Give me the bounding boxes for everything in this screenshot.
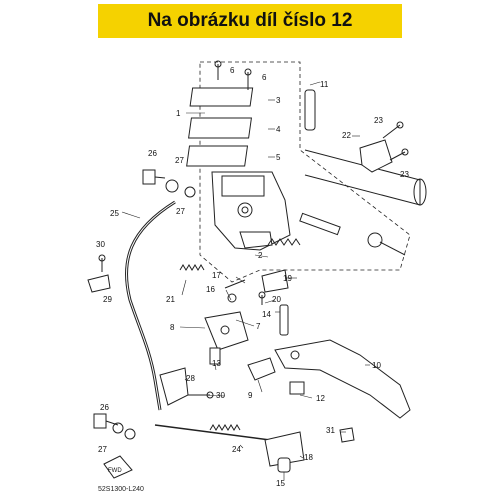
adjuster-9: [247, 357, 276, 381]
callout-8: 8: [170, 323, 175, 332]
piston-spring: [267, 238, 301, 246]
hose-bracket-28: [159, 367, 189, 406]
clip-31: [339, 427, 355, 443]
pin-17: [224, 279, 246, 289]
diaphragm-plate: [188, 117, 252, 139]
callout-labels: 1 2 3 4 5 6 6 7 8 9 10 11 12 13 14 15 16…: [96, 66, 409, 488]
diaphragm: [186, 145, 249, 167]
bore: [237, 202, 253, 218]
callout-1: 1: [176, 109, 181, 118]
bolt-13: [209, 347, 221, 365]
callout-9: 9: [248, 391, 253, 400]
cable-spring: [209, 424, 241, 431]
callout-13: 13: [212, 359, 221, 368]
piston: [299, 212, 341, 236]
brake-hose-inner: [125, 201, 176, 411]
callout-18: 18: [304, 453, 313, 462]
callout-4: 4: [276, 125, 281, 134]
cap-plate: [189, 87, 254, 107]
bore-inner: [241, 206, 249, 214]
holder-pivot: [220, 325, 230, 335]
reservoir: [221, 175, 265, 197]
switch-19: [261, 269, 289, 293]
piston-seal: [367, 232, 383, 248]
banner-text: Na obrázku díl číslo 12: [147, 10, 353, 31]
callout-10: 10: [372, 361, 381, 370]
washer-27-d: [124, 428, 136, 440]
callout-15: 15: [276, 479, 285, 488]
callout-19: 19: [283, 274, 292, 283]
callout-12: 12: [316, 394, 325, 403]
callout-21: 21: [166, 295, 175, 304]
holder-clamp: [359, 139, 393, 173]
callout-29: 29: [103, 295, 112, 304]
screw-20: [258, 291, 266, 305]
hose-guide-29: [87, 274, 111, 293]
screw-30-top: [98, 254, 106, 272]
assembly-outline: [199, 61, 411, 283]
callout-6b: 6: [262, 73, 267, 82]
callout-31: 31: [326, 426, 335, 435]
callout-22: 22: [342, 131, 351, 140]
callout-26b: 26: [100, 403, 109, 412]
callout-11: 11: [320, 80, 329, 89]
banner: Na obrázku díl číslo 12: [98, 4, 402, 38]
callout-26a: 26: [148, 149, 157, 158]
fwd-arrow: [103, 455, 133, 479]
leader-lines: [121, 81, 370, 480]
part-15: [277, 457, 291, 473]
callout-27a: 27: [175, 156, 184, 165]
bolt-23-bottom: [389, 148, 409, 161]
spring-21: [179, 264, 205, 271]
clutch-lever: [274, 339, 411, 419]
fwd-label: FWD: [108, 468, 122, 474]
washer-27-a: [165, 179, 179, 193]
bolt-23-top: [382, 121, 404, 139]
callout-20: 20: [272, 295, 281, 304]
callout-27c: 27: [98, 445, 107, 454]
callout-30b: 30: [216, 391, 225, 400]
pushrod: [379, 241, 406, 256]
screw-6-left: [214, 60, 222, 80]
callout-6a: 6: [230, 66, 235, 75]
callout-28: 28: [186, 374, 195, 383]
brake-switch: [304, 89, 316, 131]
clamp-lug: [239, 231, 273, 249]
callout-5: 5: [276, 153, 281, 162]
part-16: [227, 293, 237, 303]
callout-7: 7: [256, 322, 261, 331]
callout-16: 16: [206, 285, 215, 294]
callout-27b: 27: [176, 207, 185, 216]
washer-27-c: [112, 422, 124, 434]
lever-holder: [204, 311, 249, 351]
callout-2: 2: [258, 251, 263, 260]
washer-27-b: [184, 186, 196, 198]
callout-17: 17: [212, 271, 221, 280]
callout-14: 14: [262, 310, 271, 319]
slider-18: [264, 431, 305, 467]
callout-30a: 30: [96, 240, 105, 249]
callout-3: 3: [276, 96, 281, 105]
lever-pivot: [290, 350, 300, 360]
cable-24: [154, 424, 271, 441]
collar-12: [289, 381, 305, 395]
union-bolt-26-top: [142, 169, 166, 185]
callout-23a: 23: [374, 116, 383, 125]
callout-25: 25: [110, 209, 119, 218]
diagram-code: 52S1300-L240: [98, 486, 144, 493]
union-bolt-26-bottom: [93, 413, 119, 429]
screw-6-right: [244, 68, 252, 90]
callout-24: 24: [232, 445, 241, 454]
callout-23b: 23: [400, 170, 409, 179]
handlebar-end: [413, 178, 427, 206]
pivot-bolt-14: [279, 304, 289, 336]
